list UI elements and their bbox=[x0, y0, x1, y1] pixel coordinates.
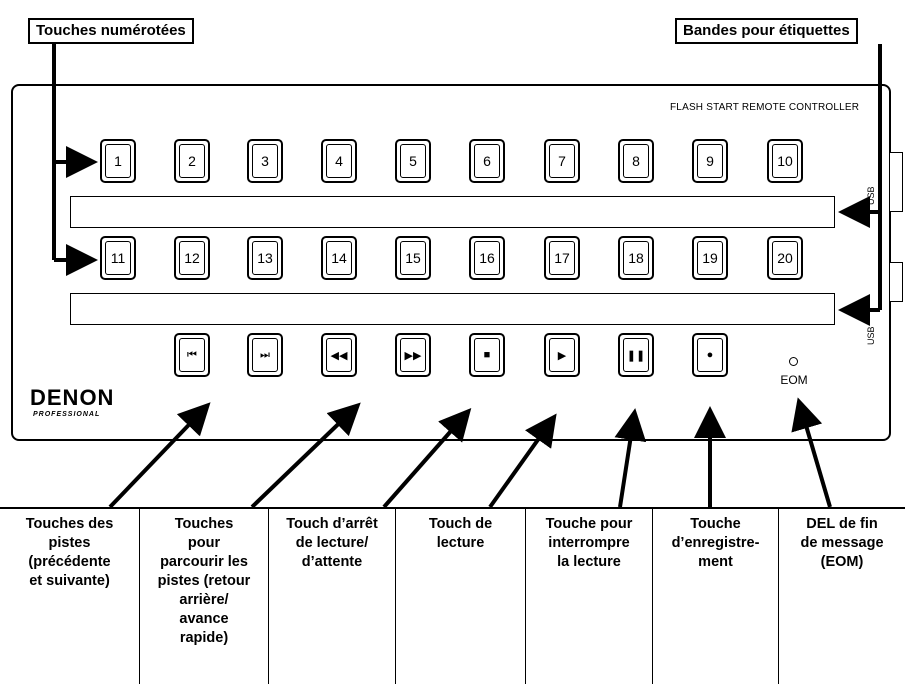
play-button[interactable]: ▶ bbox=[544, 333, 580, 377]
arrow-play-key bbox=[488, 413, 557, 509]
pause-button[interactable]: ❚❚ bbox=[618, 333, 654, 377]
next-track-icon: ⏭ bbox=[260, 348, 270, 361]
fast-forward-button[interactable]: ▶▶ bbox=[395, 333, 431, 377]
key-7[interactable]: 7 bbox=[544, 139, 580, 183]
key-5[interactable]: 5 bbox=[395, 139, 431, 183]
key-7-label: 7 bbox=[558, 153, 566, 169]
callout-numbered-keys-text: Touches numérotées bbox=[36, 22, 186, 39]
key-2-label: 2 bbox=[188, 153, 196, 169]
key-8-label: 8 bbox=[632, 153, 640, 169]
stop-icon: ■ bbox=[483, 349, 491, 361]
key-15[interactable]: 15 bbox=[395, 236, 431, 280]
eom-led bbox=[789, 357, 798, 366]
side-connector-bottom bbox=[889, 262, 903, 302]
key-10-label: 10 bbox=[777, 153, 793, 169]
key-1-label: 1 bbox=[114, 153, 122, 169]
key-4-label: 4 bbox=[335, 153, 343, 169]
record-icon: ● bbox=[706, 349, 714, 361]
key-5-label: 5 bbox=[409, 153, 417, 169]
pause-icon: ❚❚ bbox=[626, 349, 646, 362]
key-17[interactable]: 17 bbox=[544, 236, 580, 280]
label-track-keys-text: Touches des pistes (précédente et suivan… bbox=[25, 516, 114, 589]
arrow-pause-key bbox=[614, 408, 647, 508]
key-20-label: 20 bbox=[777, 250, 793, 266]
device-title: FLASH START REMOTE CONTROLLER bbox=[670, 102, 860, 113]
previous-track-button[interactable]: ⏮ bbox=[174, 333, 210, 377]
key-16[interactable]: 16 bbox=[469, 236, 505, 280]
key-15-label: 15 bbox=[405, 250, 421, 266]
label-pause-key-text: Touche pour interrompre la lecture bbox=[545, 516, 633, 570]
key-13[interactable]: 13 bbox=[247, 236, 283, 280]
rewind-button[interactable]: ◀◀ bbox=[321, 333, 357, 377]
label-play-key-text: Touch de lecture bbox=[428, 516, 493, 551]
key-11[interactable]: 11 bbox=[100, 236, 136, 280]
key-17-label: 17 bbox=[554, 250, 570, 266]
stop-button[interactable]: ■ bbox=[469, 333, 505, 377]
key-14-label: 14 bbox=[331, 250, 347, 266]
label-stop-key-text: Touch d’arrêt de lecture/ d’attente bbox=[286, 516, 378, 570]
key-6[interactable]: 6 bbox=[469, 139, 505, 183]
key-9[interactable]: 9 bbox=[692, 139, 728, 183]
key-13-label: 13 bbox=[257, 250, 273, 266]
callout-numbered-keys: Touches numérotées bbox=[28, 18, 194, 44]
rewind-icon: ◀◀ bbox=[330, 349, 348, 362]
key-18-label: 18 bbox=[628, 250, 644, 266]
callout-label-strips-text: Bandes pour étiquettes bbox=[683, 22, 850, 39]
fast-forward-icon: ▶▶ bbox=[404, 349, 422, 362]
key-14[interactable]: 14 bbox=[321, 236, 357, 280]
key-18[interactable]: 18 bbox=[618, 236, 654, 280]
arrow-eom-led bbox=[791, 397, 832, 508]
label-scan-keys: Touches pour parcourir les pistes (retou… bbox=[140, 509, 269, 684]
key-2[interactable]: 2 bbox=[174, 139, 210, 183]
label-play-key: Touch de lecture bbox=[396, 509, 526, 684]
labels-table: Touches des pistes (précédente et suivan… bbox=[0, 507, 905, 684]
label-scan-keys-text: Touches pour parcourir les pistes (retou… bbox=[157, 516, 251, 646]
label-pause-key: Touche pour interrompre la lecture bbox=[526, 509, 653, 684]
key-11-label: 11 bbox=[110, 250, 126, 266]
label-track-keys: Touches des pistes (précédente et suivan… bbox=[0, 509, 140, 684]
key-4[interactable]: 4 bbox=[321, 139, 357, 183]
key-8[interactable]: 8 bbox=[618, 139, 654, 183]
play-icon: ▶ bbox=[557, 349, 567, 362]
previous-track-icon: ⏮ bbox=[187, 348, 197, 361]
label-record-key: Touche d’enregistre- ment bbox=[653, 509, 779, 684]
next-track-button[interactable]: ⏭ bbox=[247, 333, 283, 377]
label-stop-key: Touch d’arrêt de lecture/ d’attente bbox=[269, 509, 396, 684]
label-eom-led-text: DEL de fin de message (EOM) bbox=[800, 516, 884, 570]
record-button[interactable]: ● bbox=[692, 333, 728, 377]
arrow-stop-key bbox=[382, 407, 472, 509]
arrow-track-keys bbox=[108, 402, 211, 509]
key-6-label: 6 bbox=[483, 153, 491, 169]
label-record-key-text: Touche d’enregistre- ment bbox=[671, 516, 760, 570]
key-3[interactable]: 3 bbox=[247, 139, 283, 183]
label-strip-top bbox=[70, 196, 835, 228]
key-19[interactable]: 19 bbox=[692, 236, 728, 280]
denon-logo: DENON bbox=[30, 385, 115, 410]
denon-logo-sub: PROFESSIONAL bbox=[33, 411, 101, 418]
side-connector-top bbox=[889, 152, 903, 212]
key-10[interactable]: 10 bbox=[767, 139, 803, 183]
key-12-label: 12 bbox=[184, 250, 200, 266]
key-12[interactable]: 12 bbox=[174, 236, 210, 280]
arrow-scan-keys bbox=[250, 402, 361, 509]
label-eom-led: DEL de fin de message (EOM) bbox=[779, 509, 905, 684]
label-strip-bottom bbox=[70, 293, 835, 325]
key-1[interactable]: 1 bbox=[100, 139, 136, 183]
callout-label-strips: Bandes pour étiquettes bbox=[675, 18, 858, 44]
key-20[interactable]: 20 bbox=[767, 236, 803, 280]
remote-controller-body bbox=[11, 84, 891, 441]
eom-label: EOM bbox=[780, 373, 808, 387]
key-9-label: 9 bbox=[706, 153, 714, 169]
key-3-label: 3 bbox=[261, 153, 269, 169]
key-19-label: 19 bbox=[702, 250, 718, 266]
key-16-label: 16 bbox=[479, 250, 495, 266]
